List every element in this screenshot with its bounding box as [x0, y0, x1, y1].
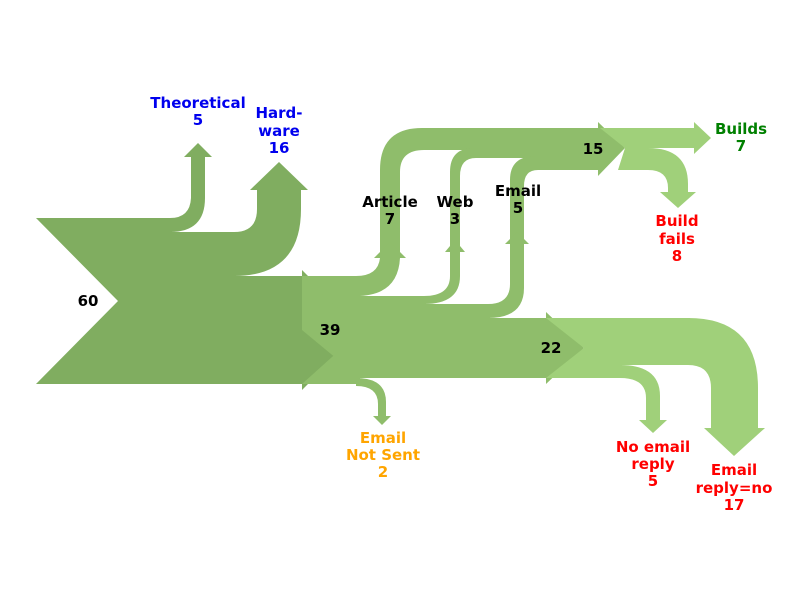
build-fails-flow [618, 148, 688, 192]
no-email-reply-flow [620, 365, 660, 420]
email-not-sent-label-line1: Email [360, 429, 406, 447]
hardware-arrow [250, 162, 308, 190]
email-reply-no-label-line2: reply=no [696, 479, 773, 497]
email-reply-no-flow [688, 318, 758, 428]
theoretical-arrow [184, 143, 212, 157]
hardware-flow [234, 190, 301, 276]
build-fails-label-line2: fails [659, 230, 695, 248]
no-email-reply-label-line1: No email [616, 438, 690, 456]
build-fails-value: 8 [672, 247, 682, 265]
theoretical-flow [170, 157, 205, 232]
build-fails-label-line1: Build [655, 212, 698, 230]
third-flow [546, 318, 690, 378]
third-value: 22 [541, 339, 562, 357]
hardware-label-line1: Hard- [255, 104, 302, 122]
web-label: Web [437, 193, 474, 211]
web-arrow [445, 240, 465, 252]
no-email-reply-value: 5 [648, 472, 658, 490]
email-reply-no-arrow [704, 428, 765, 456]
no-email-reply-label-line2: reply [631, 455, 674, 473]
email-not-sent-arrow [373, 416, 391, 425]
web-value: 3 [450, 210, 460, 228]
theoretical-value: 5 [193, 111, 203, 129]
email-reply-no-label-line1: Email [711, 461, 757, 479]
fourth-flow-body [600, 122, 711, 154]
hardware-label-line2: ware [258, 122, 300, 140]
flow-stage-2 [302, 128, 600, 425]
builds-label: Builds [715, 120, 767, 138]
build-fails-arrow [660, 192, 696, 208]
hardware-value: 16 [269, 139, 290, 157]
theoretical-label: Theoretical [150, 94, 245, 112]
no-email-reply-arrow [639, 420, 667, 433]
article-label: Article [362, 193, 418, 211]
second-value: 39 [320, 321, 341, 339]
builds-value: 7 [736, 137, 746, 155]
article-value: 7 [385, 210, 395, 228]
email-not-sent-label-line2: Not Sent [346, 446, 420, 464]
input-value: 60 [78, 292, 99, 310]
article-arrow [374, 242, 406, 258]
fourth-flow [598, 122, 625, 176]
fourth-value: 15 [583, 140, 604, 158]
article-flow [356, 128, 600, 296]
email-not-sent-flow [356, 378, 386, 416]
email-arrow [505, 232, 529, 244]
web-flow [424, 148, 600, 304]
email-label: Email [495, 182, 541, 200]
flow-stage-1 [36, 143, 362, 390]
email-value: 5 [513, 199, 523, 217]
email-not-sent-value: 2 [378, 463, 388, 481]
second-flow [302, 276, 584, 384]
input-flow [36, 218, 362, 390]
email-flow [488, 156, 600, 318]
flow-stage-3 [546, 318, 765, 456]
flow-stage-4 [598, 122, 711, 208]
email-reply-no-value: 17 [724, 496, 745, 514]
second-flow-notch [302, 276, 362, 384]
